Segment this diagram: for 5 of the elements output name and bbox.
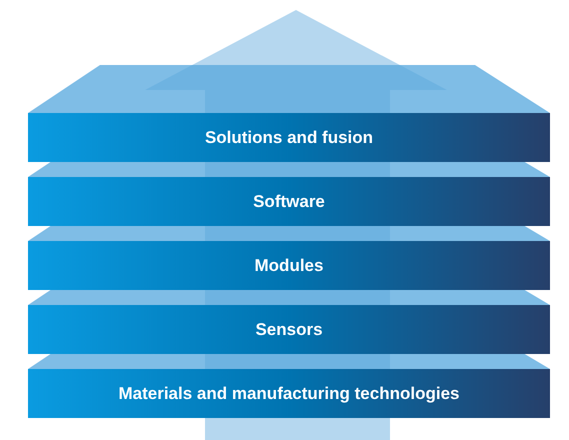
layer-bar: Sensors bbox=[28, 305, 550, 354]
layer-bar: Modules bbox=[28, 241, 550, 290]
layer-bar: Materials and manufacturing technologies bbox=[28, 369, 550, 418]
layer-bar: Software bbox=[28, 177, 550, 226]
layer-bar: Solutions and fusion bbox=[28, 113, 550, 162]
